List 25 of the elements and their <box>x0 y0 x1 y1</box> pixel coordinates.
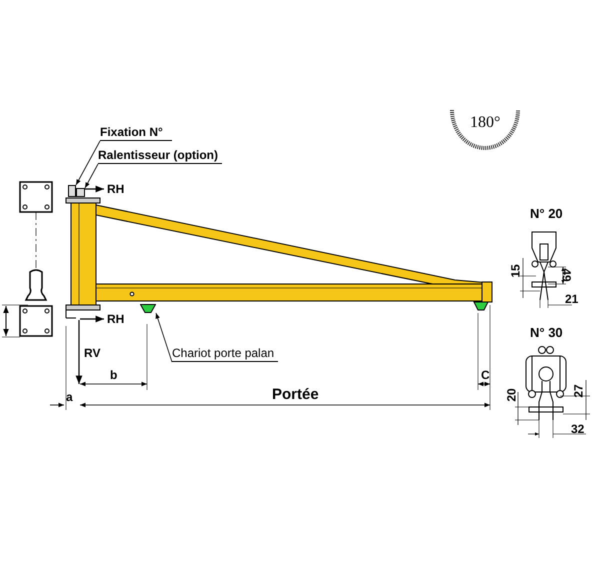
dimension-value: 20 <box>504 388 519 402</box>
trolley-part <box>140 304 156 313</box>
force-label: RH <box>107 312 124 326</box>
angle-value: 180° <box>470 116 500 130</box>
leader-line <box>76 140 100 186</box>
callout-label: Fixation N° <box>100 125 172 141</box>
force-label: RV <box>84 346 100 360</box>
bracket-part <box>76 188 85 197</box>
detail-title: N° 30 <box>530 326 563 340</box>
force-label: RH <box>107 182 124 196</box>
dimension-value: 27 <box>572 384 586 398</box>
dimension-value: Portée <box>272 388 319 402</box>
callout-label: Ralentisseur (option) <box>98 148 222 164</box>
dimension-value: a <box>66 390 73 404</box>
dimension-value: b <box>110 368 118 382</box>
bracket-part <box>68 185 76 197</box>
dimension-value: 32 <box>571 422 584 436</box>
leader-line <box>84 164 98 188</box>
detail-title: N° 20 <box>530 207 563 221</box>
leader-line <box>156 312 172 362</box>
dimension-value: C <box>481 368 490 382</box>
dimension-value: 21 <box>565 292 578 306</box>
dimension-value: 49 <box>560 268 574 282</box>
dimension-value: 15 <box>508 264 523 278</box>
callout-label: Chariot porte palan <box>172 346 278 362</box>
